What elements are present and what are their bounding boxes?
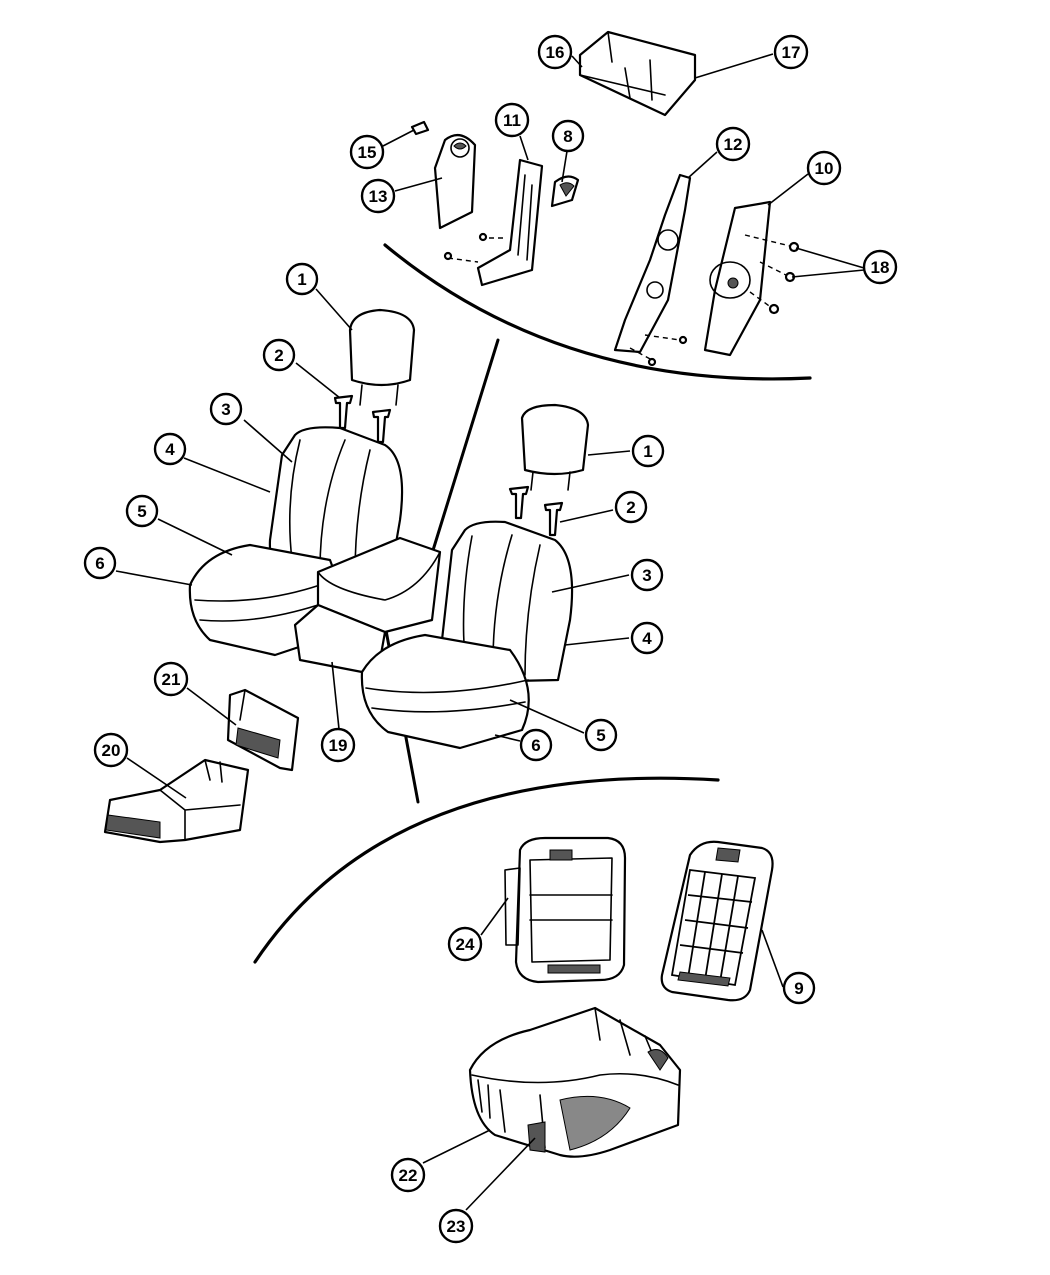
callout-9: 9	[782, 971, 816, 1005]
callout-label: 8	[563, 127, 572, 146]
callout-15: 15	[349, 134, 385, 170]
callout-label: 2	[626, 498, 635, 517]
callout-label: 22	[399, 1166, 418, 1185]
callout-3-right: 3	[630, 558, 664, 592]
callout-label: 1	[643, 442, 652, 461]
left-headrest	[348, 308, 416, 406]
part-20-duct	[103, 758, 250, 844]
callout-12: 12	[715, 126, 751, 162]
callout-label: 19	[329, 736, 348, 755]
part-9-seat-back-panel	[660, 840, 774, 1002]
callout-10: 10	[806, 150, 842, 186]
callout-label: 11	[503, 111, 521, 130]
callout-label: 15	[358, 143, 377, 162]
part-18-screws	[768, 241, 800, 315]
callout-3-left: 3	[209, 392, 243, 426]
leader-lines	[115, 53, 865, 1211]
part-24-seat-back-frame	[504, 836, 627, 984]
callout-24: 24	[447, 926, 483, 962]
callout-11: 11	[494, 102, 530, 138]
callout-label: 5	[137, 502, 146, 521]
callout-label: 4	[165, 440, 175, 459]
part-21-bezel	[226, 688, 300, 772]
part-16-17-trim-panel	[578, 30, 697, 117]
part-10-side-shield	[703, 200, 791, 357]
callout-6-right: 6	[519, 728, 553, 762]
callout-2-right: 2	[614, 490, 648, 524]
right-headrest	[520, 403, 590, 491]
callout-label: 5	[596, 726, 605, 745]
part-8-cover	[550, 175, 580, 208]
callout-label: 3	[221, 400, 230, 419]
callout-label: 24	[456, 935, 475, 954]
top-connector-line	[428, 338, 500, 562]
callout-22: 22	[390, 1157, 426, 1193]
callout-5-left: 5	[125, 494, 159, 528]
callout-label: 18	[871, 258, 890, 277]
callout-23: 23	[438, 1208, 474, 1244]
callout-18: 18	[862, 249, 898, 285]
callout-4-right: 4	[630, 621, 664, 655]
callout-label: 16	[546, 43, 565, 62]
callout-label: 23	[447, 1217, 466, 1236]
callout-2-left: 2	[262, 338, 296, 372]
callout-17: 17	[773, 34, 809, 70]
callout-label: 6	[531, 736, 540, 755]
left-headrest-guides	[333, 394, 392, 444]
callout-5-right: 5	[584, 718, 618, 752]
callout-16: 16	[537, 34, 573, 70]
part-11-side-rail	[443, 158, 544, 287]
callout-1-left: 1	[285, 262, 319, 296]
callout-21: 21	[153, 661, 189, 697]
callout-label: 6	[95, 554, 104, 573]
callout-6-left: 6	[83, 546, 117, 580]
right-seat-cushion	[360, 633, 530, 750]
callout-8: 8	[551, 119, 585, 153]
callout-label: 9	[794, 979, 803, 998]
part-22-23-seat-cushion-assembly	[468, 1006, 682, 1158]
bottom-section-arc	[253, 776, 720, 964]
callout-label: 17	[782, 43, 801, 62]
callout-label: 21	[162, 670, 181, 689]
callout-label: 13	[369, 187, 388, 206]
callout-label: 12	[724, 135, 743, 154]
part-12-recliner-track	[613, 173, 692, 367]
callout-label: 3	[642, 566, 651, 585]
callout-1-right: 1	[631, 434, 665, 468]
part-15-screw	[410, 120, 430, 136]
part-13-bracket	[433, 133, 477, 230]
callout-label: 2	[274, 346, 283, 365]
callout-label: 10	[815, 159, 834, 178]
callout-4-left: 4	[153, 432, 187, 466]
callout-13: 13	[360, 178, 396, 214]
callout-label: 4	[642, 629, 652, 648]
callout-19: 19	[320, 727, 356, 763]
top-section-arc	[383, 243, 812, 381]
callout-20: 20	[93, 732, 129, 768]
callout-label: 1	[297, 270, 306, 289]
right-headrest-guides	[508, 485, 564, 537]
callout-label: 20	[102, 741, 121, 760]
